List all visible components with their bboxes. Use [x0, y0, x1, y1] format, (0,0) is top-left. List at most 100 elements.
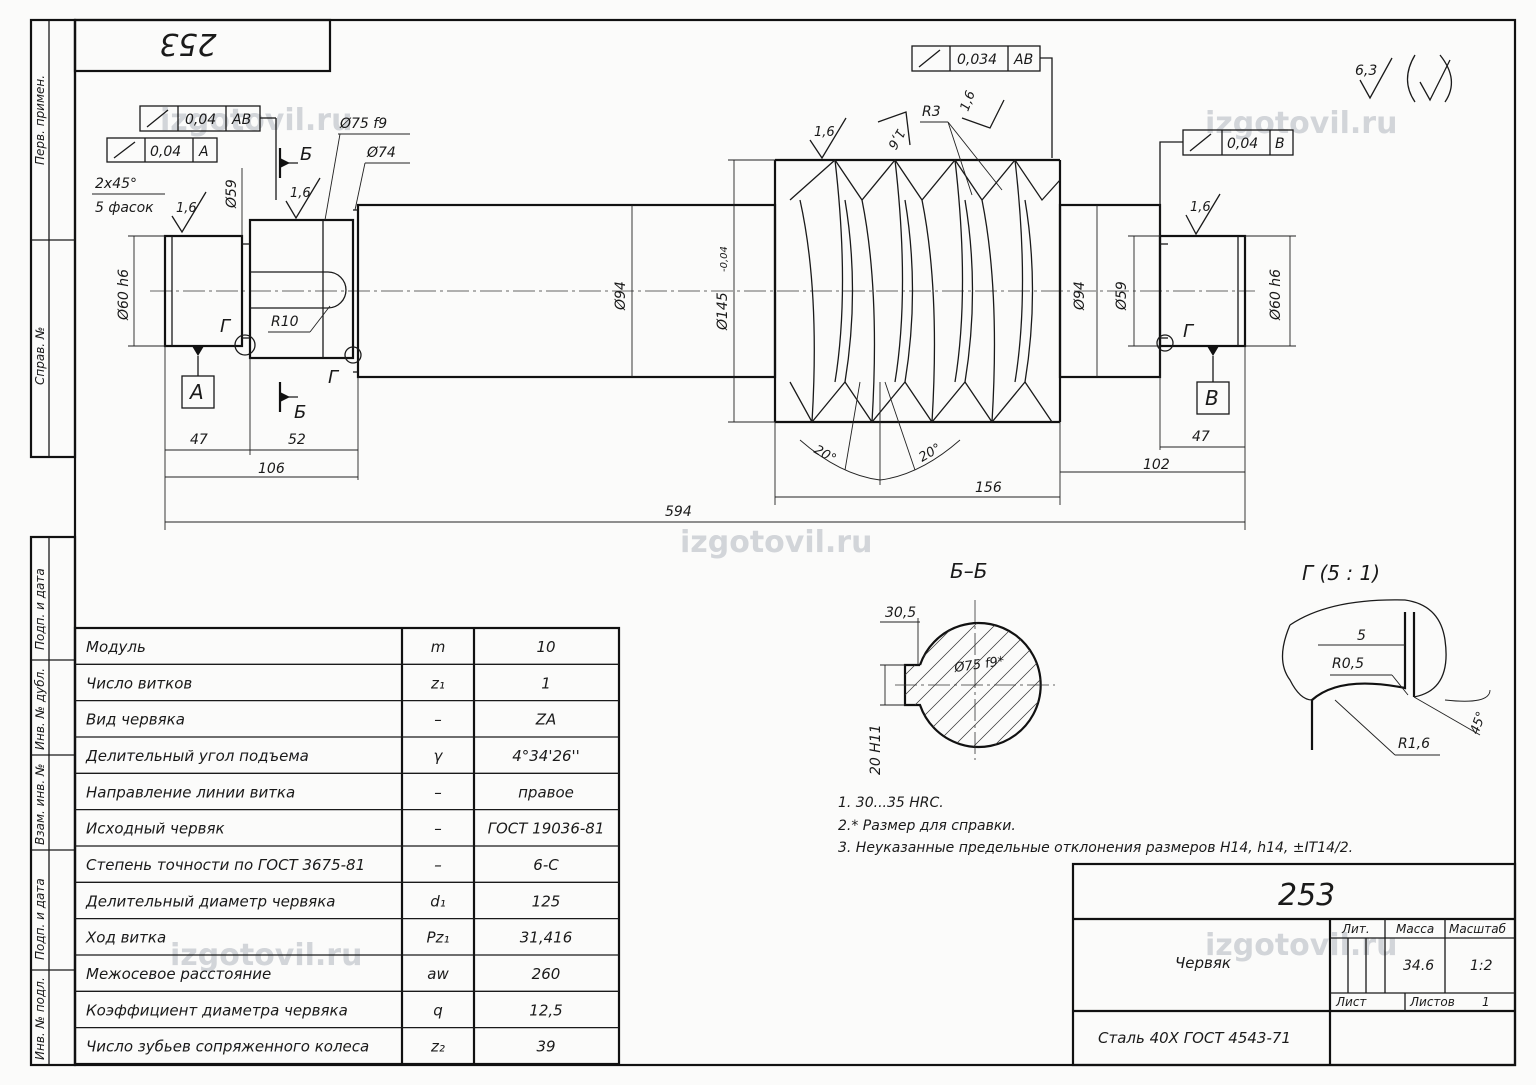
dim-l52: 52	[288, 432, 306, 448]
mark-g-mid: Г	[328, 367, 340, 388]
param-symbol: q	[433, 1001, 443, 1019]
param-symbol: aw	[427, 965, 449, 983]
svg-text:0,04: 0,04	[150, 144, 181, 160]
param-value: 31,416	[520, 929, 573, 947]
section-mark-b: Б Б	[278, 144, 312, 423]
param-symbol: –	[434, 783, 442, 801]
svg-text:А: А	[188, 380, 204, 404]
side-label-perv: Перв. примен.	[33, 75, 47, 165]
roughness-bracket-open	[1406, 54, 1416, 103]
side-label-podp-1: Подп. и дата	[33, 568, 47, 650]
svg-text:B: B	[1275, 136, 1285, 152]
param-symbol: z₂	[430, 1038, 445, 1056]
svg-text:45°: 45°	[1468, 710, 1490, 737]
dim-l47-right: 47	[1192, 429, 1210, 445]
mark-g-left: Г	[220, 316, 232, 337]
svg-text:0,04: 0,04	[1227, 136, 1258, 152]
dim-d74: Ø74	[366, 145, 396, 161]
runout-arrow-icon	[146, 109, 169, 128]
title-number: 253	[1278, 878, 1335, 913]
runout-arrow-icon	[918, 49, 941, 68]
param-name: Степень точности по ГОСТ 3675-81	[86, 856, 365, 874]
param-symbol: –	[434, 820, 442, 838]
angle-arc-right	[879, 439, 961, 481]
svg-text:Г (5 : 1): Г (5 : 1)	[1302, 561, 1380, 585]
svg-text:1,6: 1,6	[176, 201, 197, 216]
dim-l594: 594	[665, 504, 692, 520]
param-value: 39	[536, 1038, 555, 1056]
svg-text:20 H11: 20 H11	[868, 724, 884, 775]
dim-l106: 106	[258, 461, 285, 477]
param-value: ГОСТ 19036-81	[488, 820, 605, 838]
title-scale-label: Масштаб	[1449, 922, 1507, 936]
datum-b: В	[1196, 346, 1230, 415]
dim-d145-tol: -0,04	[719, 246, 730, 272]
dim-d60-left: Ø60 h6	[116, 269, 132, 321]
tolerance-frame-3: 0,034 AB	[911, 45, 1053, 158]
table-row: Исходный червяк – ГОСТ 19036-81	[86, 820, 604, 838]
param-name: Ход витка	[85, 929, 166, 947]
dim-d145: Ø145	[715, 292, 731, 331]
dim-angle-left: 20°	[811, 442, 838, 467]
dim-d59-left: Ø59	[224, 179, 240, 209]
param-name: Число витков	[86, 674, 192, 692]
title-lit-label: Лит.	[1341, 922, 1370, 936]
param-name: Вид червяка	[86, 711, 185, 729]
title-sheets: 1	[1482, 995, 1490, 1009]
mark-g-right: Г	[1183, 321, 1195, 342]
worm-threads	[773, 158, 1062, 424]
side-label-podp-2: Подп. и дата	[33, 878, 47, 960]
roughness-check-icon	[1359, 57, 1393, 100]
param-value: правое	[518, 783, 574, 801]
section-bb: Б–Б 30,5 Ø75 f9* 20 H11	[868, 559, 1055, 775]
dim-d94-right: Ø94	[1072, 281, 1088, 311]
param-name: Модуль	[86, 638, 146, 656]
dim-r3: R3	[922, 104, 941, 120]
roughness-bracket-close	[1439, 54, 1452, 103]
param-value: 6-С	[533, 856, 559, 874]
svg-text:R0,5: R0,5	[1332, 656, 1364, 672]
param-symbol: –	[434, 711, 442, 729]
title-sheets-label: Листов	[1409, 995, 1455, 1009]
side-label-inv-dubl: Инв. № дубл.	[33, 668, 47, 750]
title-part-name: Червяк	[1175, 954, 1231, 972]
svg-text:5: 5	[1357, 628, 1366, 644]
key-section	[248, 218, 355, 360]
param-name: Межосевое расстояние	[86, 965, 271, 983]
side-label-inv-podl: Инв. № подл.	[33, 977, 47, 1060]
stamp-top-number: 253	[159, 26, 216, 61]
tolerance-frame-1: 0,04 AB	[139, 105, 276, 132]
svg-text:1,6: 1,6	[958, 89, 979, 114]
param-value: 4°34'26''	[512, 747, 580, 765]
table-row: Вид червяка – ZA	[86, 711, 556, 729]
dim-l156: 156	[975, 480, 1002, 496]
svg-text:1,6: 1,6	[884, 126, 907, 151]
svg-text:1,6: 1,6	[290, 186, 311, 201]
side-label-vzam: Взам. инв. №	[33, 764, 47, 845]
runout-arrow-icon	[1189, 133, 1212, 152]
detail-g-mark-left	[234, 334, 256, 356]
title-sheet-label: Лист	[1335, 995, 1367, 1009]
detail-g: Г (5 : 1) 5 R0,5 R1,6 45°	[1281, 561, 1491, 756]
param-name: Исходный червяк	[86, 820, 225, 838]
param-value: ZA	[535, 711, 557, 729]
svg-text:Б: Б	[300, 144, 312, 165]
svg-text:A: A	[198, 144, 209, 160]
svg-text:R1,6: R1,6	[1398, 736, 1430, 752]
stamp-top	[73, 18, 332, 73]
param-name: Делительный угол подъема	[85, 747, 309, 765]
title-scale: 1:2	[1470, 958, 1493, 974]
title-material: Сталь 40Х ГОСТ 4543-71	[1098, 1029, 1291, 1047]
svg-text:1,6: 1,6	[814, 125, 835, 140]
watermark-3: izgotovil.ru	[680, 525, 872, 560]
param-symbol: m	[431, 638, 446, 656]
dim-l47-left: 47	[190, 432, 208, 448]
